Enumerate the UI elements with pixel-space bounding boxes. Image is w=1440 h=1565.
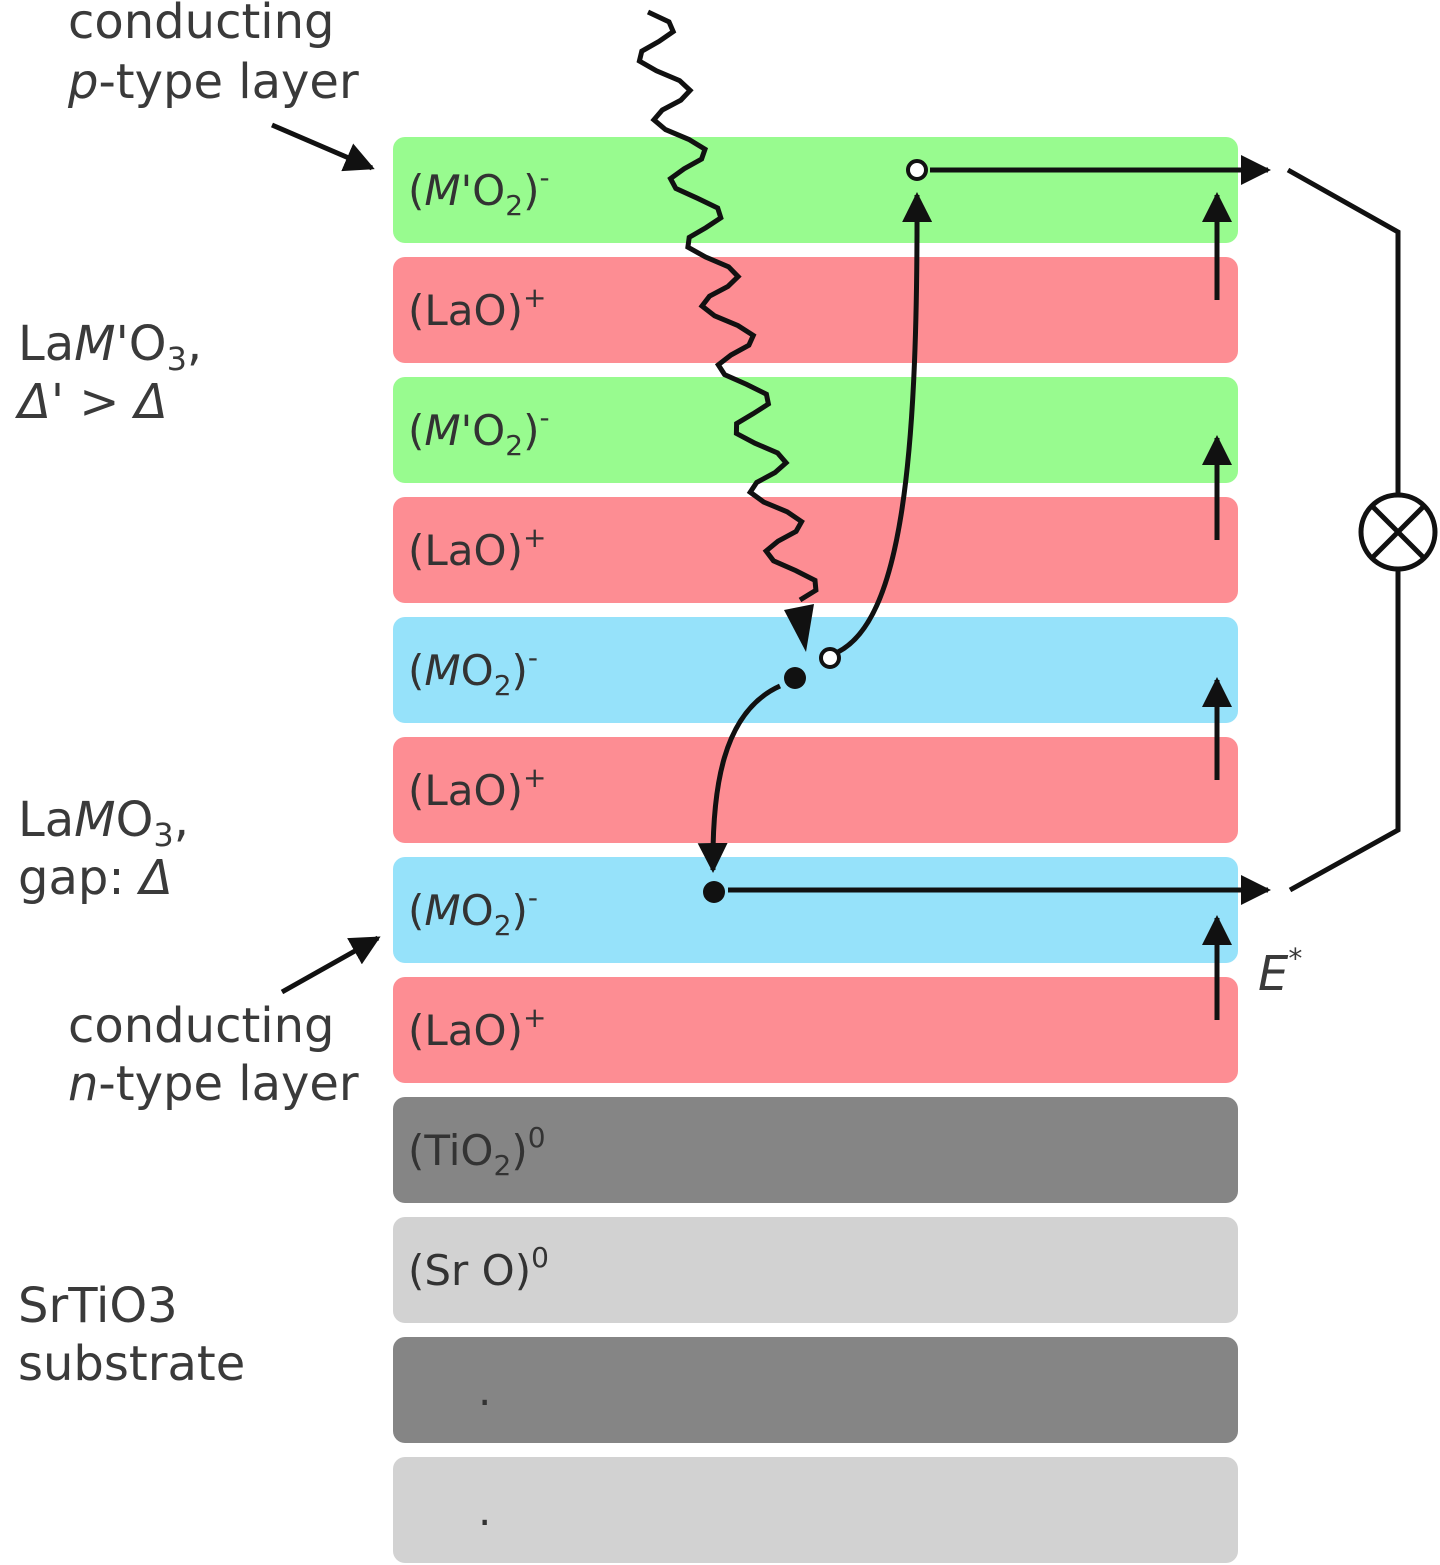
lamo3-label: LaMO3, gap: Δ xyxy=(18,792,189,906)
layer-label: (M'O2)- xyxy=(408,401,550,462)
electron-path-arrow xyxy=(697,683,782,873)
layer-label: (MO2)- xyxy=(408,881,538,942)
n-layer-pointer-arrow xyxy=(280,935,381,995)
layer-label: (MO2)- xyxy=(408,641,538,702)
layer-band xyxy=(393,497,1238,603)
p-type-layer-label: conducting p-type layer xyxy=(67,0,359,110)
layer-band xyxy=(393,977,1238,1083)
layer-lao: (LaO)+ xyxy=(393,737,1238,843)
layer-label: (LaO)+ xyxy=(408,761,546,815)
lamprime-o3-label: LaM'O3, Δ' > Δ xyxy=(14,316,202,430)
layer-band xyxy=(393,617,1238,723)
layer-dot: . xyxy=(393,1457,1238,1563)
hole-path-arrow xyxy=(836,192,933,655)
svg-text:SrTiO3: SrTiO3 xyxy=(18,1278,178,1334)
layer-label: (Sr O)0 xyxy=(408,1241,549,1295)
circuit-wire-bottom xyxy=(1288,570,1401,893)
layer-mprime: (M'O2)- xyxy=(393,137,1238,243)
layer-sro: (Sr O)0 xyxy=(393,1217,1238,1323)
svg-text:LaM'O3,: LaM'O3, xyxy=(18,316,202,378)
layer-band xyxy=(393,377,1238,483)
svg-text:conducting: conducting xyxy=(68,0,335,50)
layer-label: (TiO2)0 xyxy=(408,1121,546,1182)
circuit-wire-top xyxy=(1286,167,1401,495)
circle-cross-icon xyxy=(1358,492,1438,572)
layer-m: (MO2)- xyxy=(393,617,1238,723)
svg-text:Δ' > Δ: Δ' > Δ xyxy=(14,374,168,430)
layer-m: (MO2)- xyxy=(393,857,1238,963)
hole-collected xyxy=(906,159,928,181)
svg-text:gap: Δ: gap: Δ xyxy=(18,850,173,906)
layer-label: . xyxy=(478,1486,491,1535)
layer-label: (M'O2)- xyxy=(408,161,550,222)
layer-band xyxy=(393,1457,1238,1563)
layer-label: (LaO)+ xyxy=(408,281,546,335)
layer-lao: (LaO)+ xyxy=(393,977,1238,1083)
layer-band xyxy=(393,1097,1238,1203)
layer-label: (LaO)+ xyxy=(408,1001,546,1055)
layer-stack: (M'O2)- (LaO)+ (M'O2)- (LaO)+ (MO2)- (LaO)+ (M… xyxy=(393,137,1238,1563)
p-layer-pointer-arrow xyxy=(271,122,375,172)
layer-band xyxy=(393,737,1238,843)
layer-band xyxy=(393,1337,1238,1443)
field-label: E* xyxy=(1258,942,1302,1002)
photon-arrowhead xyxy=(784,604,814,652)
substrate-label: SrTiO3 substrate xyxy=(18,1278,245,1392)
layer-label: . xyxy=(478,1366,491,1415)
svg-text:p-type layer: p-type layer xyxy=(67,54,359,110)
svg-text:n-type layer: n-type layer xyxy=(68,1056,359,1112)
layer-band xyxy=(393,1217,1238,1323)
electron-generated xyxy=(784,667,806,689)
layer-lao: (LaO)+ xyxy=(393,257,1238,363)
svg-text:LaMO3,: LaMO3, xyxy=(18,792,189,854)
layer-tio2: (TiO2)0 xyxy=(393,1097,1238,1203)
layer-dot: . xyxy=(393,1337,1238,1443)
layer-band xyxy=(393,257,1238,363)
svg-text:substrate: substrate xyxy=(18,1336,245,1392)
layer-label: (LaO)+ xyxy=(408,521,546,575)
electron-collected xyxy=(703,881,725,903)
layer-band xyxy=(393,137,1238,243)
hole-generated xyxy=(819,647,841,669)
layer-band xyxy=(393,857,1238,963)
layer-lao: (LaO)+ xyxy=(393,497,1238,603)
svg-text:conducting: conducting xyxy=(68,998,335,1054)
photon-wavy-line xyxy=(636,9,819,603)
n-type-layer-label: conducting n-type layer xyxy=(68,998,359,1112)
layer-mprime: (M'O2)- xyxy=(393,377,1238,483)
